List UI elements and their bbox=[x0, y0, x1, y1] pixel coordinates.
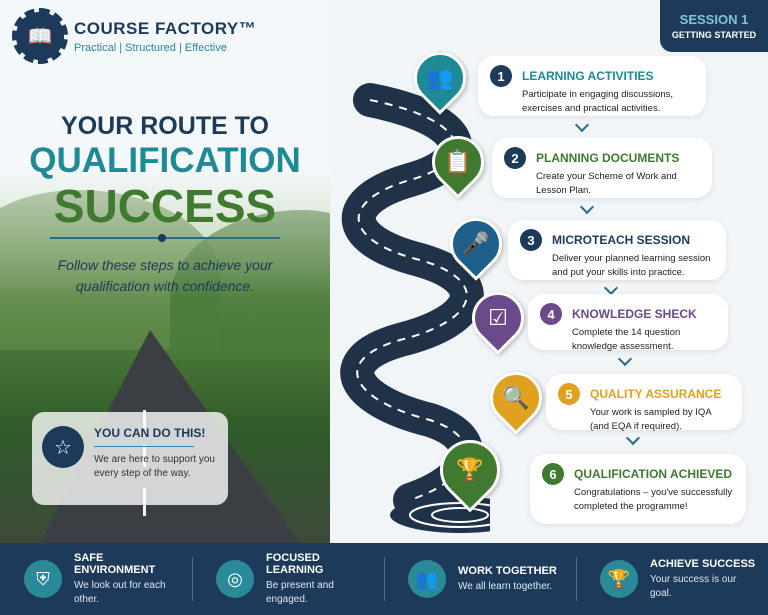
step-title: MICROTEACH SESSION bbox=[552, 233, 691, 247]
step-title: QUALIFICATION ACHIEVED bbox=[574, 467, 732, 481]
discussion-icon: 👥 bbox=[426, 65, 454, 90]
step-title: KNOWLEDGE SHECK bbox=[572, 307, 697, 321]
page-title: YOUR ROUTE TO QUALIFICATION SUCCESS bbox=[0, 112, 330, 231]
step-description: Congratulations – you've successfully co… bbox=[574, 487, 733, 512]
headline-subtext: Follow these steps to achieve your quali… bbox=[57, 257, 273, 294]
values-bar: ⛨ SAFE ENVIRONMENT We look out for each … bbox=[0, 543, 768, 615]
magnifier-icon: 🔍 bbox=[502, 385, 530, 410]
step-card-1: 1 LEARNING ACTIVITIES Participate in eng… bbox=[478, 56, 706, 116]
brand-tagline: Practical | Structured | Effective bbox=[74, 41, 227, 54]
headline-line2: QUALIFICATION bbox=[29, 141, 301, 180]
step-number: 1 bbox=[490, 65, 512, 87]
headline-line1: YOUR ROUTE TO bbox=[61, 112, 269, 140]
value-title: ACHIEVE SUCCESS bbox=[650, 557, 756, 570]
brand-logo: 📖 COURSE FACTORY™ Practical | Structured… bbox=[12, 8, 257, 64]
value-work-together: 👥 WORK TOGETHER We all learn together. bbox=[384, 543, 576, 615]
step-number: 3 bbox=[520, 229, 542, 251]
step-description: Create your Scheme of Work and Lesson Pl… bbox=[536, 171, 677, 196]
step-card-6: 6 QUALIFICATION ACHIEVED Congratulations… bbox=[530, 454, 746, 524]
step-title: PLANNING DOCUMENTS bbox=[536, 151, 680, 165]
step-description: Complete the 14 question knowledge asses… bbox=[572, 327, 681, 352]
value-title: WORK TOGETHER bbox=[458, 564, 557, 577]
value-text: We look out for each other. bbox=[74, 579, 166, 605]
target-icon: ◎ bbox=[216, 560, 254, 598]
microphone-icon: 🎤 bbox=[462, 231, 490, 256]
session-label: SESSION 1 bbox=[679, 12, 749, 27]
step-card-5: 5 QUALITY ASSURANCE Your work is sampled… bbox=[546, 374, 742, 432]
value-text: Your success is our goal. bbox=[650, 573, 737, 599]
checklist-icon: 📋 bbox=[444, 149, 472, 174]
step-title: QUALITY ASSURANCE bbox=[590, 387, 722, 401]
value-safe-environment: ⛨ SAFE ENVIRONMENT We look out for each … bbox=[0, 543, 192, 615]
headline-line3: SUCCESS bbox=[53, 180, 277, 232]
value-achieve-success: 🏆 ACHIEVE SUCCESS Your success is our go… bbox=[576, 543, 768, 615]
value-text: Be present and engaged. bbox=[266, 579, 334, 605]
step-card-4: 4 KNOWLEDGE SHECK Complete the 14 questi… bbox=[528, 294, 728, 352]
brand-name: COURSE FACTORY™ bbox=[74, 18, 257, 38]
value-focused-learning: ◎ FOCUSED LEARNING Be present and engage… bbox=[192, 543, 384, 615]
step-number: 4 bbox=[540, 303, 562, 325]
session-badge: SESSION 1 GETTING STARTED bbox=[660, 0, 768, 52]
title-divider bbox=[50, 234, 280, 242]
step-number: 6 bbox=[542, 463, 564, 485]
gear-book-icon: 📖 bbox=[12, 8, 68, 64]
trophy-icon: 🏆 bbox=[600, 560, 638, 598]
step-card-3: 3 MICROTEACH SESSION Deliver your planne… bbox=[508, 220, 726, 280]
step-description: Deliver your planned learning session an… bbox=[552, 253, 711, 278]
step-number: 5 bbox=[558, 383, 580, 405]
star-badge-icon: ☆ bbox=[42, 426, 84, 468]
session-subtitle: GETTING STARTED bbox=[671, 30, 757, 40]
encouragement-title: YOU CAN DO THIS! bbox=[94, 426, 206, 440]
value-title: FOCUSED LEARNING bbox=[266, 551, 324, 576]
checkbox-icon: ☑ bbox=[488, 305, 508, 330]
value-title: SAFE ENVIRONMENT bbox=[74, 551, 156, 576]
shield-icon: ⛨ bbox=[24, 560, 62, 598]
step-description: Your work is sampled by IQA (and EQA if … bbox=[590, 407, 712, 432]
encouragement-text: We are here to support you every step of… bbox=[94, 454, 215, 479]
step-number: 2 bbox=[504, 147, 526, 169]
people-icon: 👥 bbox=[408, 560, 446, 598]
step-description: Participate in engaging discussions, exe… bbox=[522, 89, 674, 114]
encouragement-card: ☆ YOU CAN DO THIS! We are here to suppor… bbox=[32, 412, 228, 505]
step-title: LEARNING ACTIVITIES bbox=[522, 69, 654, 83]
step-card-2: 2 PLANNING DOCUMENTS Create your Scheme … bbox=[492, 138, 712, 198]
value-text: We all learn together. bbox=[458, 580, 553, 592]
trophy-icon: 🏆 bbox=[456, 457, 484, 482]
